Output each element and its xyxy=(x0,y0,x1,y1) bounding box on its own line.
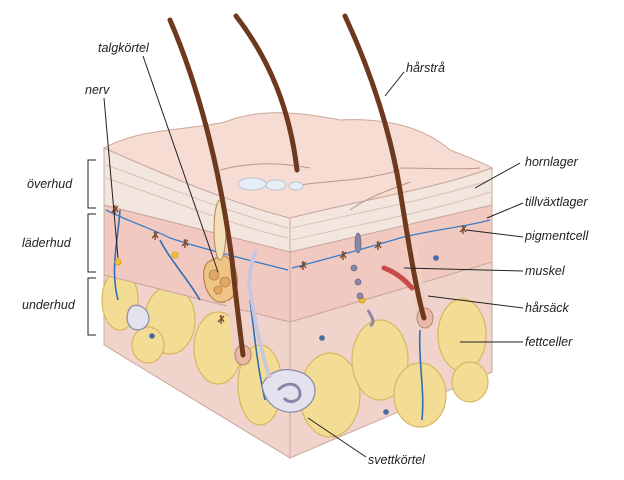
label-laderhud: läderhud xyxy=(22,236,72,250)
dermal-vessels xyxy=(149,232,439,415)
label-fettceller: fettceller xyxy=(525,335,573,349)
label-muskel: muskel xyxy=(525,264,566,278)
hair-shafts xyxy=(167,13,427,358)
surface-flakes xyxy=(237,177,304,191)
label-tillvaxtlager: tillväxtlager xyxy=(525,195,588,209)
fat-lobules-right xyxy=(299,298,489,438)
label-underhud: underhud xyxy=(22,298,76,312)
leader-lines xyxy=(103,55,524,458)
surface-ridges xyxy=(219,163,481,211)
label-talgkortel: talgkörtel xyxy=(98,41,150,55)
label-svettkortel: svettkörtel xyxy=(368,453,426,467)
label-nerv: nerv xyxy=(85,83,110,97)
label-hornlager: hornlager xyxy=(525,155,579,169)
label-harstra: hårstrå xyxy=(406,61,445,75)
sweat-gland xyxy=(247,249,316,413)
sweat-gland-left xyxy=(126,304,150,331)
label-pigmentcell: pigmentcell xyxy=(524,229,589,243)
layer-brackets xyxy=(87,159,96,336)
arrector-muscle xyxy=(381,265,415,291)
label-harsack: hårsäck xyxy=(525,301,570,315)
epidermis-layer-lines xyxy=(105,164,491,241)
pigment-cells xyxy=(111,205,467,324)
nerves xyxy=(113,209,424,421)
label-overhud: överhud xyxy=(27,177,73,191)
